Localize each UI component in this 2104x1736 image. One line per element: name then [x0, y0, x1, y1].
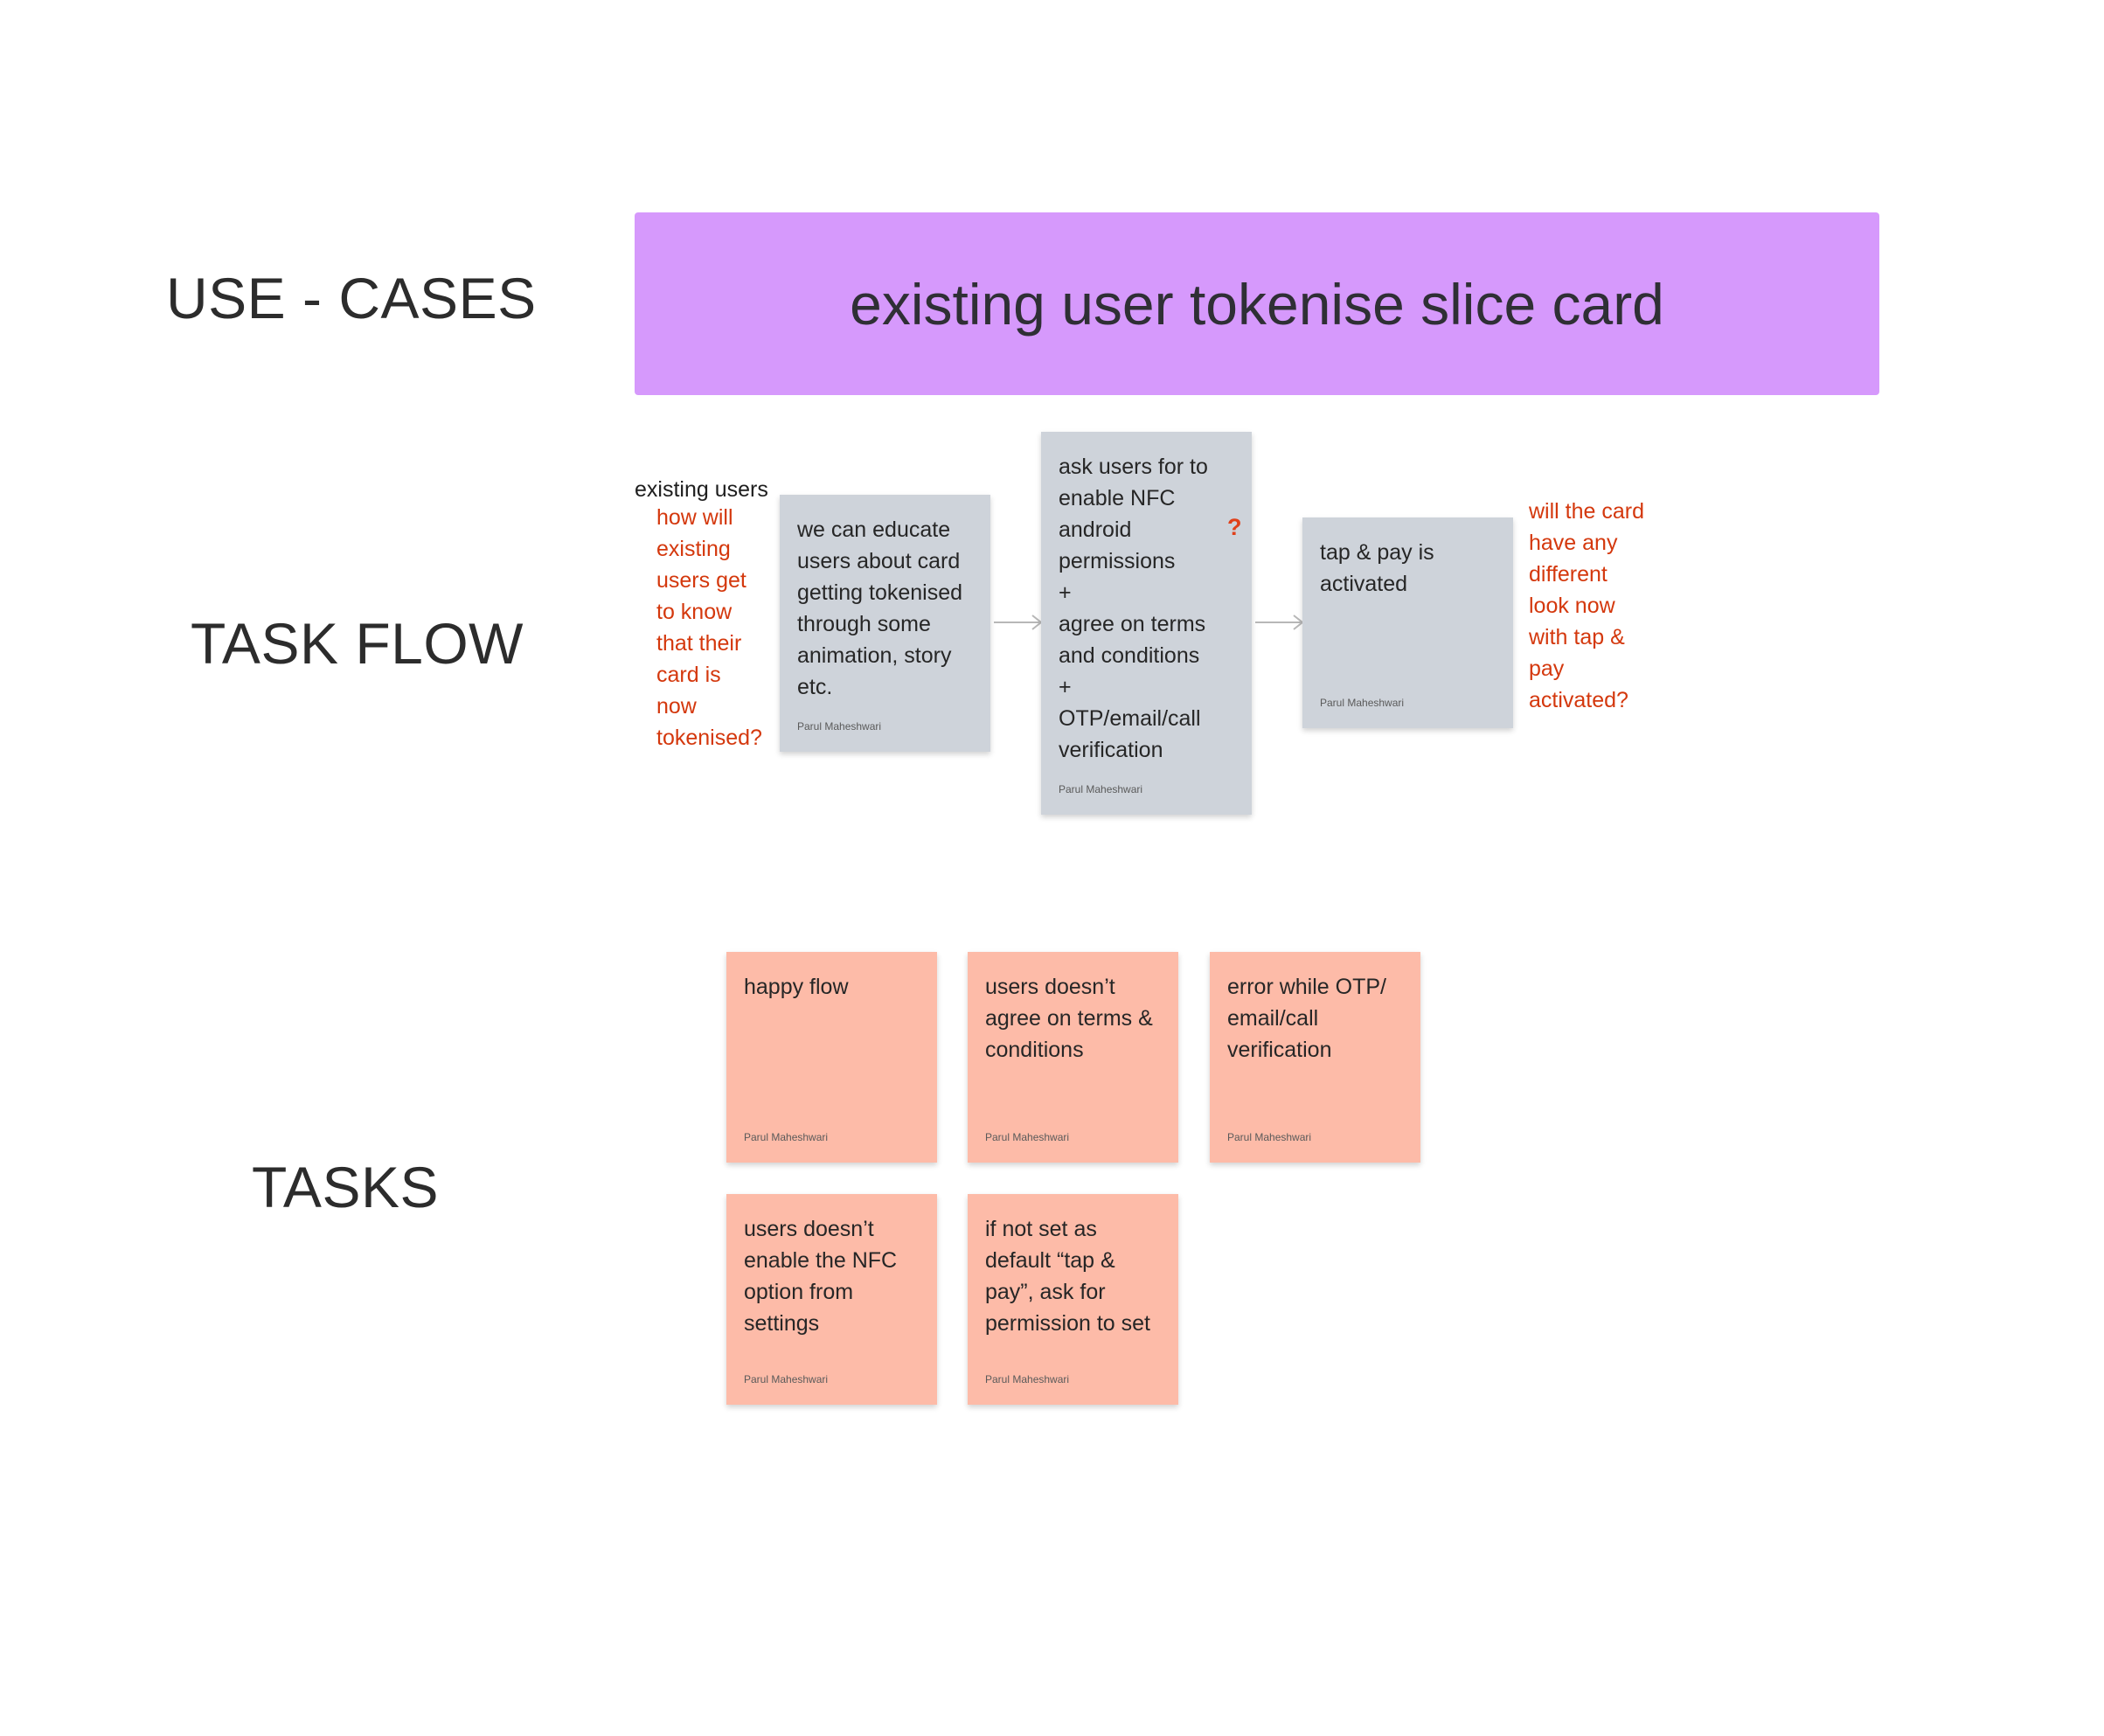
flow-arrow-1 [994, 615, 1043, 630]
task-note-author: Parul Maheshwari [744, 1373, 829, 1385]
task-note-text: if not set as default “tap & pay”, ask f… [985, 1217, 1150, 1336]
flow-note-activated[interactable]: tap & pay is activated Parul Maheshwari [1302, 517, 1513, 728]
flow-note-author: Parul Maheshwari [797, 720, 882, 733]
banner-title: existing user tokenise slice card [850, 271, 1664, 337]
task-flow-label: TASK FLOW [191, 611, 524, 676]
task-note-text: users doesn’t enable the NFC option from… [744, 1217, 898, 1336]
question-badge: ? [1227, 514, 1242, 540]
flow-note-educate[interactable]: we can educate users about card getting … [780, 495, 990, 752]
use-case-banner[interactable]: existing user tokenise slice card [635, 212, 1879, 395]
flow-left-question: how will existing users get to know that… [656, 505, 762, 750]
task-note-nfc[interactable]: users doesn’t enable the NFC option from… [726, 1194, 937, 1405]
flow-note-text: ask users for to enable NFC android perm… [1059, 455, 1208, 762]
task-note-happy-flow[interactable]: happy flow Parul Maheshwari [726, 952, 937, 1163]
task-note-author: Parul Maheshwari [985, 1131, 1070, 1143]
task-note-otp-error[interactable]: error while OTP/ email/call verification… [1210, 952, 1420, 1163]
task-note-author: Parul Maheshwari [744, 1131, 829, 1143]
flow-note-text: tap & pay is activated [1320, 540, 1434, 596]
task-note-author: Parul Maheshwari [985, 1373, 1070, 1385]
flow-arrow-2 [1255, 615, 1304, 630]
task-note-text: users doesn’t agree on terms & condition… [985, 975, 1153, 1062]
flow-start-label: existing users [635, 477, 768, 502]
tasks-label: TASKS [252, 1155, 440, 1219]
use-cases-label: USE - CASES [166, 266, 537, 330]
task-note-terms[interactable]: users doesn’t agree on terms & condition… [968, 952, 1178, 1163]
flow-right-question: will the card have any different look no… [1529, 499, 1644, 712]
flow-note-author: Parul Maheshwari [1059, 783, 1143, 795]
flow-note-author: Parul Maheshwari [1320, 697, 1405, 709]
flow-note-text: we can educate users about card getting … [797, 517, 963, 699]
task-note-author: Parul Maheshwari [1227, 1131, 1312, 1143]
task-note-default-tap-pay[interactable]: if not set as default “tap & pay”, ask f… [968, 1194, 1178, 1405]
flow-note-permissions[interactable]: ask users for to enable NFC android perm… [1041, 432, 1252, 815]
task-note-text: happy flow [744, 975, 849, 999]
task-note-text: error while OTP/ email/call verification [1227, 975, 1386, 1062]
